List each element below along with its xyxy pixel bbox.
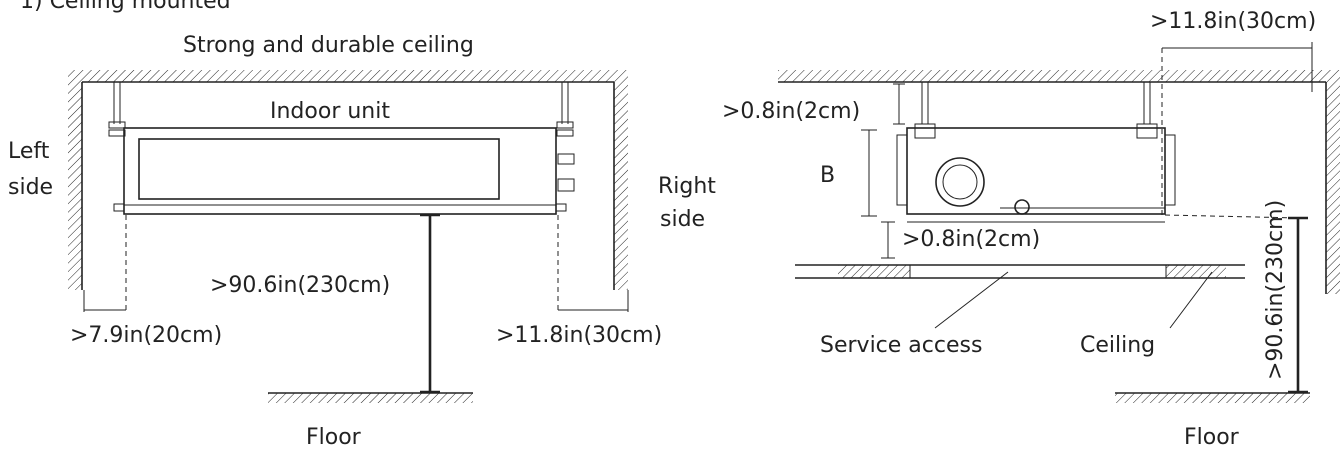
ceiling-hatch-left-segment: [838, 265, 910, 278]
right-floor-label: Floor: [1184, 425, 1240, 450]
right-top-gap-label: >0.8in(2cm): [722, 99, 860, 124]
right-wall-hatch: [614, 82, 628, 290]
left-floor-label: Floor: [306, 425, 362, 450]
right-height-label: >90.6in(230cm): [1263, 200, 1288, 380]
left-view: Strong and durable ceiling Indoor uni: [8, 33, 716, 450]
left-side-label-line2: side: [8, 175, 53, 200]
left-height-label: >90.6in(230cm): [210, 273, 390, 298]
service-access-label: Service access: [820, 333, 982, 358]
b-dimension-label: B: [820, 163, 835, 188]
right-view: >11.8in(30cm) >0.8in(2: [722, 9, 1340, 450]
right-top-clearance-label: >11.8in(30cm): [1150, 9, 1316, 34]
right-side-label-line1: Right: [658, 174, 716, 199]
right-side-label-line2: side: [660, 207, 705, 232]
ceiling-hatch-right-segment: [1166, 265, 1226, 278]
left-clearance-label: >7.9in(20cm): [70, 323, 222, 348]
right-floor-hatch: [1115, 393, 1310, 403]
right-wall-hatch-2: [1326, 82, 1340, 294]
right-bottom-gap-label: >0.8in(2cm): [902, 227, 1040, 252]
left-floor-hatch: [268, 393, 473, 403]
left-wall-hatch: [68, 82, 82, 290]
left-ceiling-label: Strong and durable ceiling: [183, 33, 474, 58]
indoor-unit-label: Indoor unit: [270, 99, 390, 124]
diagram-heading: 1) Ceiling mounted: [20, 0, 231, 14]
left-ceiling-hatch: [68, 70, 628, 82]
right-ceiling-label: Ceiling: [1080, 333, 1155, 358]
right-ceiling-hatch: [778, 70, 1340, 82]
indoor-unit-front: [113, 127, 575, 215]
indoor-unit-side: [896, 123, 1176, 223]
right-clearance-label: >11.8in(30cm): [496, 323, 662, 348]
left-side-label-line1: Left: [8, 139, 50, 164]
